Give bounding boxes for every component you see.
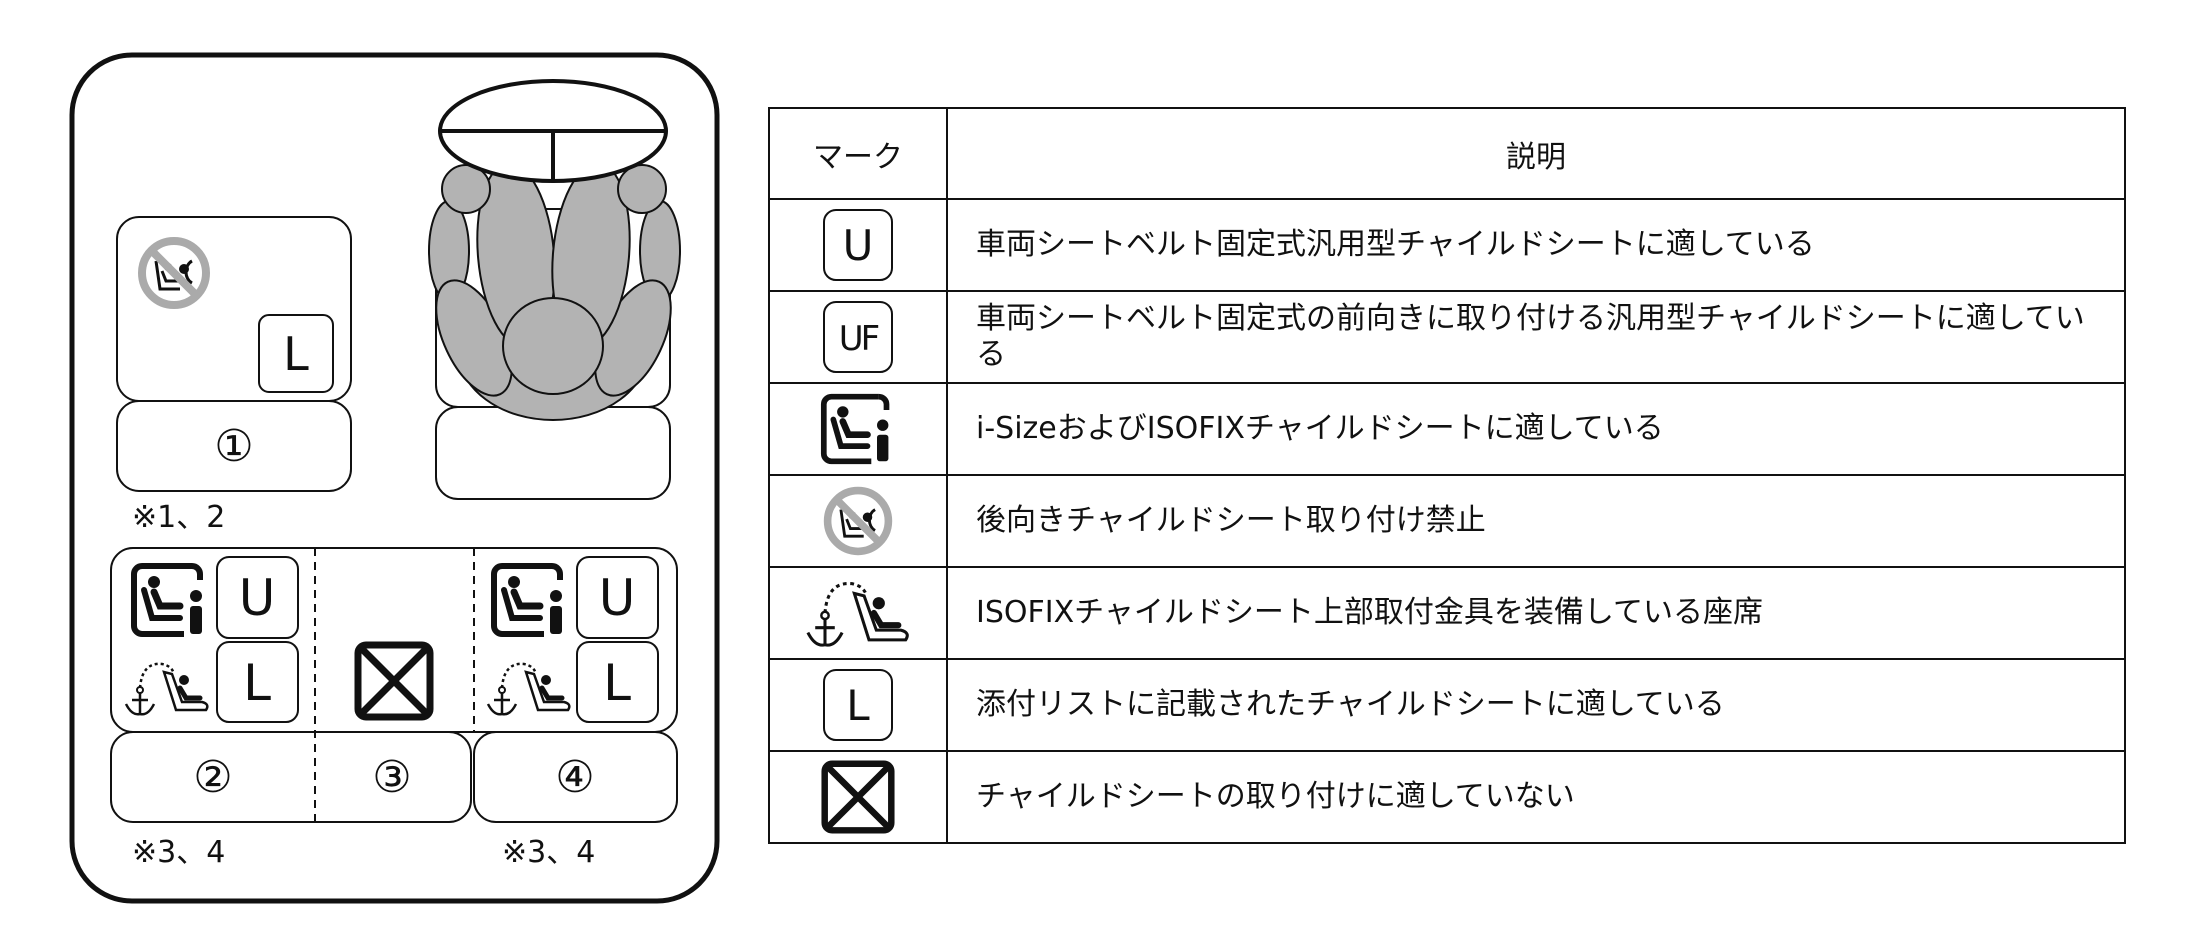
- table-row: U 車両シートベルト固定式汎用型チャイルドシートに適している: [768, 198, 2126, 292]
- seat-number-2: ②: [193, 752, 232, 803]
- driver-figure: [428, 162, 681, 421]
- table-row: ISOFIXチャイルドシート上部取付金具を装備している座席: [768, 566, 2126, 660]
- seat-number-3: ③: [372, 752, 411, 803]
- seat-4-note: ※3、4: [502, 835, 595, 870]
- svg-text:U: U: [239, 569, 276, 627]
- table-row: UF 車両シートベルト固定式の前向きに取り付ける汎用型チャイルドシートに適してい…: [768, 290, 2126, 384]
- svg-text:U: U: [599, 569, 636, 627]
- row-description: ISOFIXチャイルドシート上部取付金具を装備している座席: [946, 566, 2126, 660]
- universal-belt-mark: U: [216, 556, 299, 639]
- svg-text:U: U: [843, 221, 874, 270]
- isize-isofix-icon: [820, 391, 896, 467]
- seat-number-1: ①: [214, 421, 253, 472]
- listed-seat-mark: L: [576, 641, 659, 723]
- not-suitable-icon: [821, 759, 895, 835]
- mark-legend-table: マーク 説明 U 車両シートベルト固定式汎用型チャイルドシートに適している UF…: [768, 107, 2126, 844]
- row-description: i-SizeおよびISOFIXチャイルドシートに適している: [946, 382, 2126, 476]
- seat-3[interactable]: ③: [358, 645, 430, 803]
- row-description: 添付リストに記載されたチャイルドシートに適している: [946, 658, 2126, 752]
- svg-text:UF: UF: [839, 319, 879, 359]
- seat-1[interactable]: L ①: [116, 216, 352, 492]
- table-row: 後向きチャイルドシート取り付け禁止: [768, 474, 2126, 568]
- table-row: i-SizeおよびISOFIXチャイルドシートに適している: [768, 382, 2126, 476]
- top-tether-anchor-icon: [803, 575, 913, 651]
- table-row: L 添付リストに記載されたチャイルドシートに適している: [768, 658, 2126, 752]
- listed-seat-mark: L: [258, 314, 334, 393]
- universal-belt-mark: U: [576, 556, 659, 639]
- listed-seat-mark: L: [216, 641, 299, 723]
- steering-wheel: [438, 79, 668, 183]
- seating-position-diagram: L ① ※1、2: [69, 52, 720, 904]
- row-description: 車両シートベルト固定式汎用型チャイルドシートに適している: [946, 198, 2126, 292]
- svg-text:L: L: [243, 654, 271, 712]
- seat-4[interactable]: U L ④: [488, 556, 659, 803]
- seat-1-note: ※1、2: [132, 500, 225, 535]
- seat-number-4: ④: [555, 752, 594, 803]
- driver-seat: [428, 79, 681, 500]
- universal-forward-icon: UF: [823, 301, 893, 373]
- table-row: チャイルドシートの取り付けに適していない: [768, 750, 2126, 844]
- row-description: 車両シートベルト固定式の前向きに取り付ける汎用型チャイルドシートに適している: [946, 290, 2126, 384]
- universal-belt-icon: U: [823, 209, 893, 281]
- no-rearward-seat-icon: [820, 483, 896, 559]
- row-description: 後向きチャイルドシート取り付け禁止: [946, 474, 2126, 568]
- listed-seat-icon: L: [823, 669, 893, 741]
- svg-text:L: L: [846, 681, 870, 730]
- header-description: 説明: [946, 107, 2126, 200]
- svg-text:L: L: [283, 327, 309, 381]
- seat-2[interactable]: U L ②: [126, 556, 299, 803]
- row-description: チャイルドシートの取り付けに適していない: [946, 750, 2126, 844]
- svg-text:L: L: [603, 654, 631, 712]
- table-header-row: マーク 説明: [768, 107, 2126, 200]
- header-mark: マーク: [768, 107, 948, 200]
- seat-2-note: ※3、4: [132, 835, 225, 870]
